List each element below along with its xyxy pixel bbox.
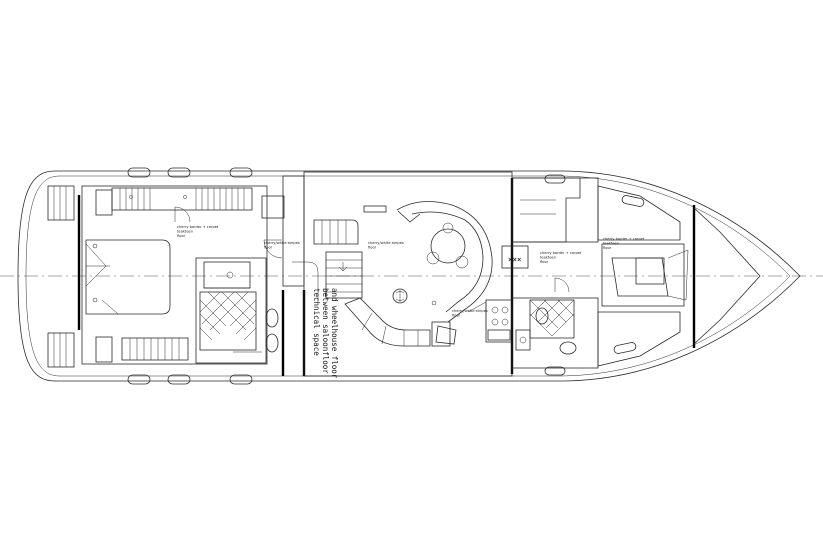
stairway <box>282 175 363 302</box>
stern-steps <box>47 185 75 368</box>
aft-ensuite <box>195 257 279 364</box>
aft-cabin <box>81 185 285 365</box>
svg-text:×××: ××× <box>508 255 522 264</box>
portholes <box>127 167 645 385</box>
technical-space-label: technical spacebetween saloonfloorand wh… <box>312 288 339 379</box>
saloon: ××× <box>303 171 529 377</box>
forward-cabin <box>511 177 689 367</box>
forward-head <box>511 297 599 369</box>
bow-chainlocker <box>693 207 761 345</box>
hull-outline <box>17 170 801 382</box>
